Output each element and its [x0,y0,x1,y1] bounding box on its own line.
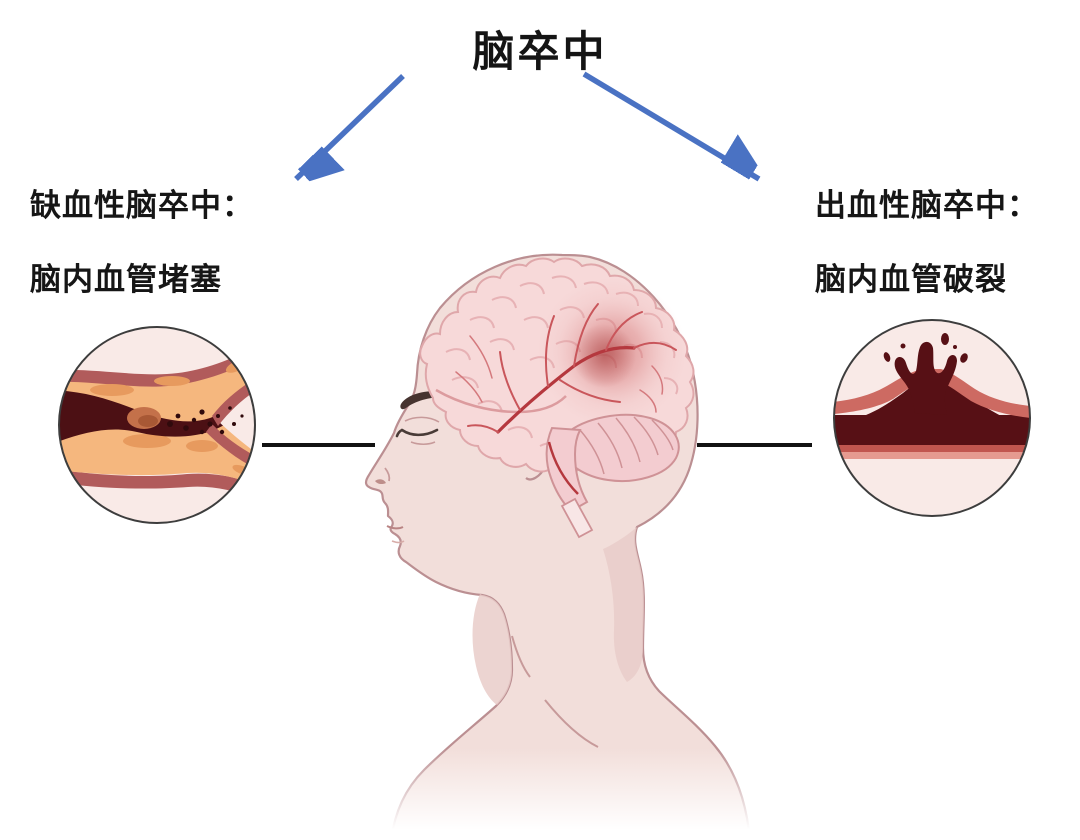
label-line: 脑内血管堵塞 [30,262,222,297]
branch-arrow-left-icon [294,74,405,179]
label-line: 出血性脑卒中： [815,188,1039,223]
blocked-artery-illustration [58,326,256,524]
head-brain-illustration [350,253,780,840]
closed-eye [395,428,439,438]
brain [419,257,695,539]
blood-splash [883,333,968,415]
hemorrhagic-stroke-label: 出血性脑卒中： 脑内血管破裂 [815,186,1039,300]
ischemic-stroke-label: 缺血性脑卒中： 脑内血管堵塞 [30,186,254,300]
nostril [375,479,386,485]
diagram-title: 脑卒中 [472,28,608,75]
mouth-line [386,525,404,530]
label-line: 脑内血管破裂 [815,262,1007,297]
ruptured-artery-art [834,333,1030,459]
vessel-wall [834,369,1030,419]
label-line: 缺血性脑卒中： [30,188,254,223]
brainstem [545,426,594,539]
circle-border [58,326,256,524]
blocked-artery-art [59,340,255,504]
ruptured-artery-illustration [833,319,1031,517]
circle-border [833,319,1031,517]
cerebellum [562,413,680,482]
brain-arteries [455,303,677,434]
bottom-fade [350,748,780,840]
branch-arrow-right-icon [582,71,759,182]
